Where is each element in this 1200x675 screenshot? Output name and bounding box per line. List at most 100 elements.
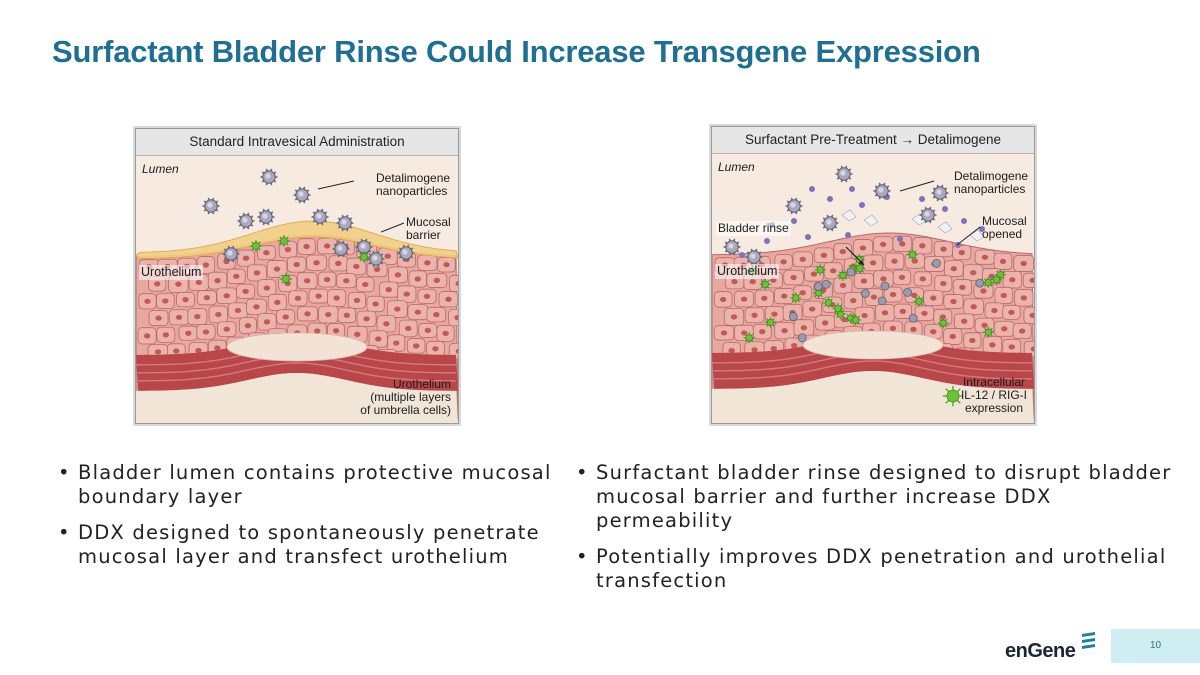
cell-nucleus [950, 266, 958, 272]
lamina-propria [802, 330, 944, 360]
cell-nucleus [244, 323, 252, 329]
cell-nucleus [385, 287, 392, 293]
internalized-nanoparticle [932, 259, 941, 268]
cell-nucleus [333, 295, 340, 301]
internalized-nanoparticle [975, 278, 985, 288]
diagram-header: Surfactant Pre-Treatment → Detalimogene [712, 127, 1034, 154]
cell-nucleus [353, 297, 361, 304]
expression-icon [790, 292, 802, 304]
cell-nucleus [433, 277, 441, 283]
cell-nucleus [323, 243, 331, 249]
right-bullet-list: Surfactant bladder rinse designed to dis… [574, 461, 1174, 605]
cell-nucleus [790, 342, 798, 349]
cell-nucleus [214, 345, 221, 351]
nanoparticle-icon [311, 208, 329, 226]
rinse-particle-icon [897, 236, 903, 242]
cell-nucleus [728, 348, 735, 354]
cell-nucleus [829, 268, 837, 274]
nanoparticle-icon [745, 248, 763, 266]
cell-nucleus [961, 318, 968, 324]
cell-nucleus [423, 293, 431, 299]
internalized-nanoparticle [821, 279, 831, 289]
cell-nucleus [273, 266, 281, 272]
cell-nucleus [223, 326, 230, 332]
cell-nucleus [373, 266, 381, 273]
cell-nucleus [850, 297, 857, 304]
cell-nucleus [751, 312, 758, 318]
cell-nucleus [454, 314, 458, 321]
cell-nucleus [154, 349, 162, 355]
cell-nucleus [363, 316, 370, 322]
expression-icon [937, 317, 949, 329]
cell-nucleus [383, 321, 390, 327]
cell-nucleus [223, 293, 230, 299]
cell-nucleus [919, 276, 926, 282]
cell-nucleus [253, 270, 261, 276]
cell-nucleus [424, 327, 432, 333]
expression-icon [278, 235, 290, 247]
nanoparticle-icon [367, 250, 385, 268]
nanoparticle-icon [931, 184, 949, 202]
cell-nucleus [443, 262, 450, 268]
cell-nucleus [442, 330, 449, 336]
cell-nucleus [911, 258, 919, 264]
cell-nucleus [860, 278, 868, 284]
urothelial-cell [1023, 306, 1034, 324]
expression-icon [823, 297, 834, 309]
cell-nucleus [233, 273, 240, 279]
urothelial-cell [1022, 272, 1034, 288]
expression-icon [358, 251, 370, 263]
nanoparticle-icon [332, 240, 350, 258]
cell-nucleus [155, 315, 162, 321]
rinse-particle-icon [961, 218, 967, 224]
mucosal-fragment [863, 214, 879, 227]
diagram-header: Standard Intravesical Administration [136, 129, 458, 156]
expression-icon [982, 326, 994, 338]
expression-icon [280, 273, 292, 285]
cell-nucleus [999, 258, 1007, 265]
cell-nucleus [304, 311, 311, 317]
cell-nucleus [335, 260, 342, 266]
cell-nucleus [175, 281, 182, 287]
cell-nucleus [799, 256, 806, 262]
nanoparticles-label: Detalimogene nanoparticles [376, 171, 451, 198]
internalized-nanoparticle [813, 282, 823, 292]
cell-nucleus [981, 254, 989, 260]
cell-nucleus [1008, 309, 1015, 315]
cell-nucleus [930, 295, 937, 301]
cell-nucleus [898, 274, 906, 280]
urothelial-cell [448, 308, 458, 327]
internalized-nanoparticle [846, 267, 856, 277]
expression-icon [837, 269, 849, 281]
cell-nucleus [761, 295, 768, 301]
rinse-particle-icon [809, 186, 815, 192]
cell-nucleus [445, 296, 452, 302]
cell-nucleus [899, 308, 906, 314]
cell-nucleus [839, 248, 847, 255]
cell-nucleus [730, 314, 738, 320]
expression-icon [250, 240, 262, 252]
submucosa-layer [712, 371, 1034, 423]
cell-nucleus [770, 346, 777, 352]
mucosal-barrier [136, 220, 458, 260]
cell-nucleus [175, 314, 183, 320]
rinse-particle-icon [979, 226, 985, 232]
cell-nucleus [293, 261, 300, 268]
cell-nucleus [731, 279, 738, 285]
cell-nucleus [263, 250, 270, 256]
cell-nucleus [182, 297, 189, 303]
cell-nucleus [958, 249, 965, 256]
cell-nucleus [372, 301, 379, 307]
cell-nucleus [313, 328, 321, 334]
cell-nucleus [821, 320, 829, 326]
mucosal-fragment [969, 229, 985, 242]
internalized-nanoparticle [788, 312, 798, 321]
label-pointer [380, 222, 405, 233]
cell-nucleus [879, 241, 887, 247]
cell-nucleus [1029, 277, 1034, 283]
cell-nucleus [1001, 326, 1008, 332]
nanoparticle-icon [336, 214, 354, 232]
cell-nucleus [343, 278, 350, 284]
surfactant-pretreatment-illustration [712, 127, 1034, 423]
cell-nucleus [394, 272, 402, 278]
